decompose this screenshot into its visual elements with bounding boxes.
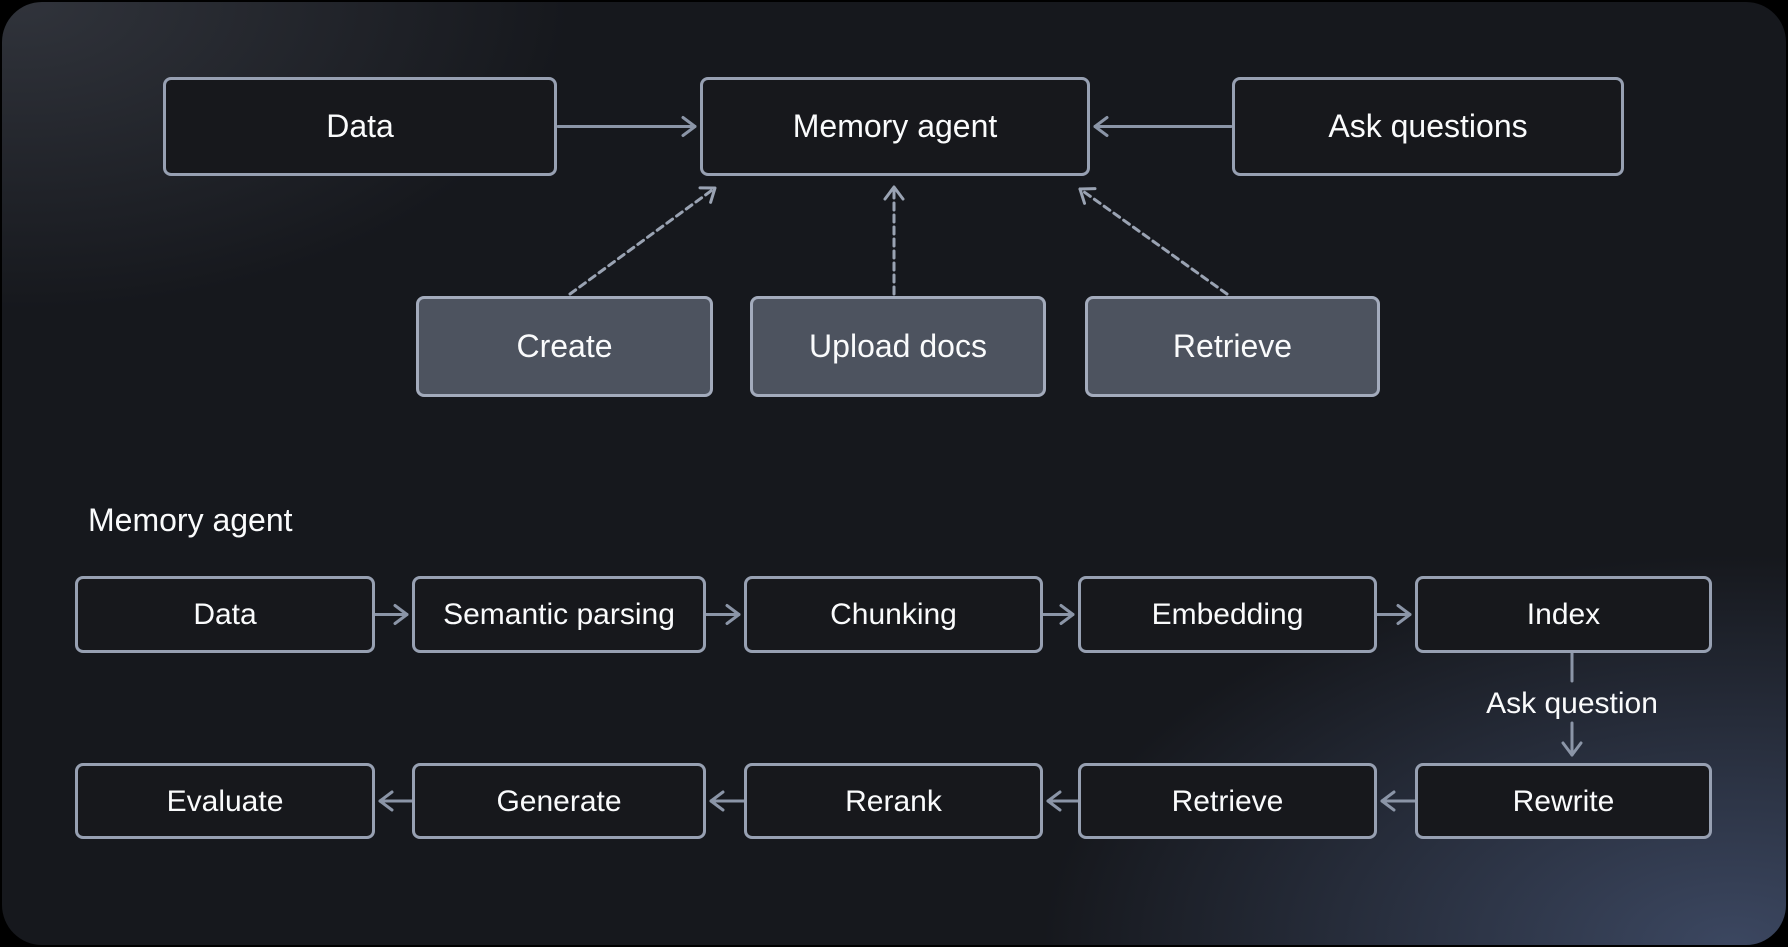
node-pipeline-rerank: Rerank: [744, 763, 1043, 839]
node-action-retrieve: Retrieve: [1085, 296, 1380, 397]
section-title-memory-agent: Memory agent: [88, 502, 293, 538]
arrow-create-to-memory-agent: [568, 186, 717, 296]
node-pipeline-chunking: Chunking: [744, 576, 1043, 653]
node-pipeline-embedding: Embedding: [1078, 576, 1377, 653]
node-pipeline-index: Index: [1415, 576, 1712, 653]
node-memory-agent: Memory agent: [700, 77, 1090, 176]
node-pipeline-rewrite: Rewrite: [1415, 763, 1712, 839]
node-pipeline-generate: Generate: [412, 763, 706, 839]
edge-label-ask-question: Ask question: [1486, 687, 1658, 720]
arrow-retrieve-to-memory-agent: [1078, 187, 1229, 296]
node-action-create: Create: [416, 296, 713, 397]
node-pipeline-data: Data: [75, 576, 375, 653]
node-pipeline-retrieve: Retrieve: [1078, 763, 1377, 839]
node-data-source: Data: [163, 77, 557, 176]
node-pipeline-evaluate: Evaluate: [75, 763, 375, 839]
node-pipeline-semantic-parsing: Semantic parsing: [412, 576, 706, 653]
node-ask-questions: Ask questions: [1232, 77, 1624, 176]
node-action-upload-docs: Upload docs: [750, 296, 1046, 397]
